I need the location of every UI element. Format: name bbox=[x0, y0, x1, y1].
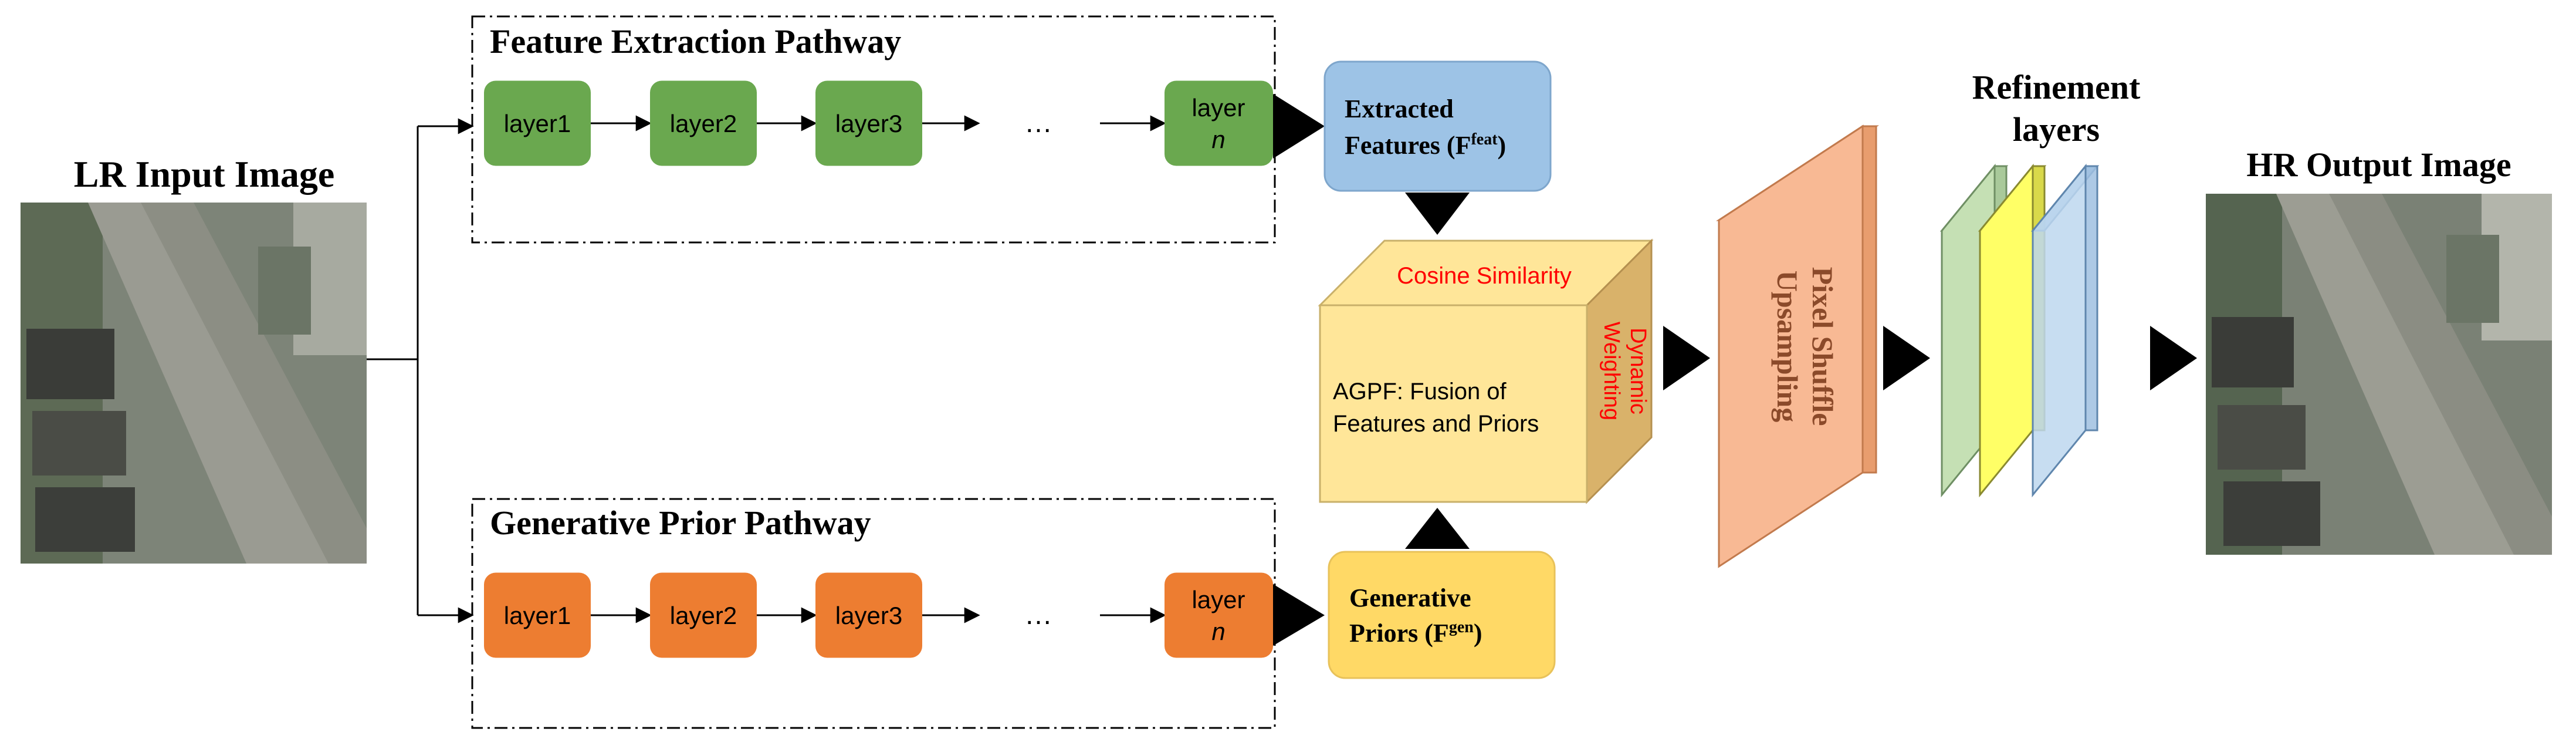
agpf-side-label-2: Weighting bbox=[1599, 322, 1624, 420]
hr-output-title: HR Output Image bbox=[2246, 146, 2511, 184]
feature-layer-3-label: layer3 bbox=[835, 110, 902, 137]
extracted-features-line2: Features (Ffeat) bbox=[1345, 130, 1506, 160]
feature-layer-n-index: n bbox=[1211, 126, 1225, 153]
lr-input-title: LR Input Image bbox=[74, 153, 335, 195]
feature-layer-n bbox=[1165, 80, 1273, 166]
pixel-shuffle-line1: Pixel Shuffle bbox=[1806, 267, 1839, 426]
prior-pathway-title: Generative Prior Pathway bbox=[490, 504, 871, 542]
refinement-layer-3 bbox=[2030, 163, 2100, 498]
prior-layer-2-label: layer2 bbox=[670, 602, 737, 629]
agpf-cube bbox=[1318, 238, 1654, 504]
extracted-features-box bbox=[1323, 60, 1552, 192]
feature-layer-2 bbox=[650, 80, 757, 166]
generative-to-agpf-arrow bbox=[1405, 508, 1470, 549]
feature-to-extracted-arrow bbox=[1273, 94, 1325, 159]
feature-pathway-title: Feature Extraction Pathway bbox=[490, 22, 901, 60]
lr-input-image bbox=[21, 203, 367, 564]
feature-layer-1 bbox=[484, 80, 591, 166]
refinement-title-line1: Refinement bbox=[1972, 68, 2141, 106]
refinement-to-output-arrow bbox=[2150, 326, 2197, 390]
generative-priors-line1: Generative bbox=[1349, 584, 1471, 612]
agpf-front-line2: Features and Priors bbox=[1333, 411, 1539, 437]
prior-layer-3-label: layer3 bbox=[835, 602, 902, 629]
feature-layer-n-label: layer bbox=[1191, 94, 1245, 122]
prior-layer-n bbox=[1165, 572, 1273, 658]
pixel-shuffle-slab bbox=[1715, 124, 1880, 568]
agpf-cube-front bbox=[1319, 304, 1588, 503]
refinement-title-line2: layers bbox=[2013, 110, 2100, 149]
generative-priors-box bbox=[1328, 551, 1556, 679]
extracted-features-line1: Extracted bbox=[1345, 95, 1454, 123]
input-branch-connector bbox=[367, 118, 474, 623]
agpf-to-upsampling-arrow bbox=[1663, 326, 1710, 390]
prior-ellipsis: … bbox=[1024, 599, 1052, 630]
feature-layer-1-label: layer1 bbox=[504, 110, 571, 137]
prior-layer-1-label: layer1 bbox=[504, 602, 571, 629]
generative-priors-line2: Priors (Fgen) bbox=[1349, 618, 1482, 648]
prior-layer-1 bbox=[484, 572, 591, 658]
upsampling-to-refinement-arrow bbox=[1883, 326, 1930, 390]
feature-ellipsis: … bbox=[1024, 107, 1052, 139]
prior-to-generative-arrow bbox=[1273, 584, 1325, 646]
feature-pathway-layers: layer1 layer2 layer3 … layer n bbox=[484, 80, 1273, 166]
prior-layer-3 bbox=[815, 572, 922, 658]
extracted-to-agpf-arrow bbox=[1405, 193, 1470, 235]
prior-layer-n-index: n bbox=[1211, 618, 1225, 645]
prior-pathway-layers: layer1 layer2 layer3 … layer n bbox=[484, 572, 1273, 658]
feature-layer-2-label: layer2 bbox=[670, 110, 737, 137]
pixel-shuffle-line2: Upsampling bbox=[1771, 271, 1804, 422]
agpf-side-label-1: Dynamic bbox=[1626, 328, 1650, 414]
hr-output-image bbox=[2206, 194, 2552, 555]
agpf-front-line1: AGPF: Fusion of bbox=[1333, 379, 1507, 404]
prior-layer-n-label: layer bbox=[1191, 586, 1245, 613]
prior-layer-2 bbox=[650, 572, 757, 658]
agpf-top-label: Cosine Similarity bbox=[1397, 263, 1572, 289]
feature-layer-3 bbox=[815, 80, 922, 166]
